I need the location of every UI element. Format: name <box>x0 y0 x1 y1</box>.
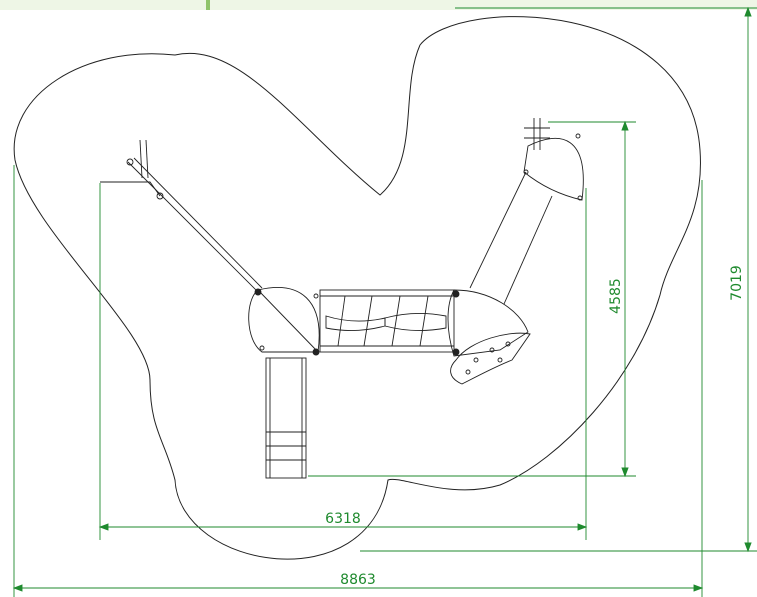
equipment <box>100 118 584 479</box>
dimension-inner-height: 4585 <box>608 278 624 314</box>
climbing-wall <box>450 332 531 385</box>
right-platform <box>447 289 529 357</box>
dimension-lines <box>12 6 757 597</box>
bridge <box>319 289 455 353</box>
dimension-inner-width: 6318 <box>325 511 361 527</box>
dimension-outer-height: 7019 <box>729 265 745 301</box>
safety-zone-outline <box>13 16 701 560</box>
top-platform <box>523 137 584 201</box>
ladder <box>265 357 307 479</box>
top-band <box>0 0 757 10</box>
dimension-outer-width: 8863 <box>340 572 376 588</box>
band-mark <box>206 0 210 10</box>
